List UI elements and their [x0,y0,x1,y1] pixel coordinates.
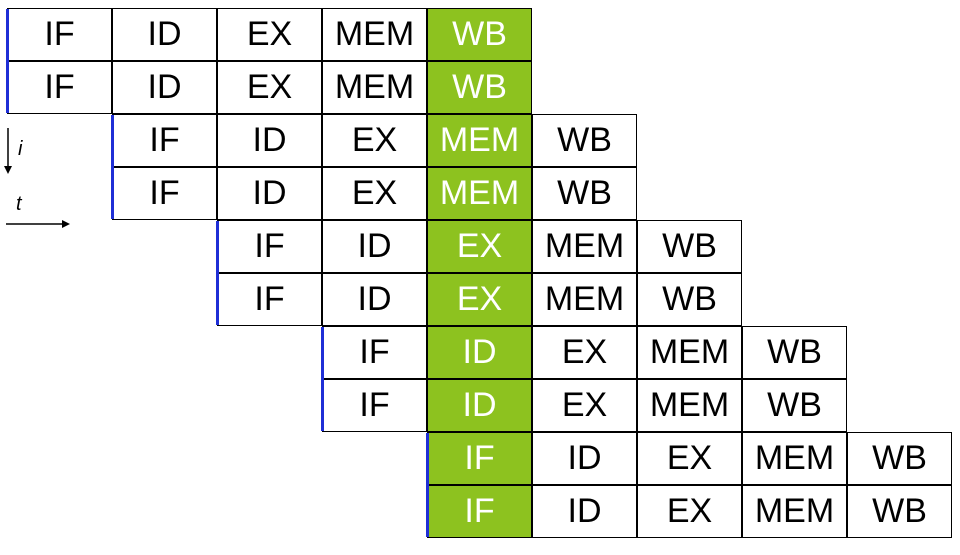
stage-if-cell: IF [7,61,112,114]
stage-wb-cell: WB [847,432,952,485]
instruction-axis-arrow-icon [4,128,12,174]
stage-mem-cell: MEM [322,61,427,114]
stage-ex-cell: EX [322,167,427,220]
stage-ex-cell: EX [322,114,427,167]
instruction-axis-label: i [18,138,23,160]
stage-id-cell: ID [217,167,322,220]
stage-id-cell: ID [322,273,427,326]
stage-ex-cell: EX [637,485,742,538]
stage-wb-cell: WB [637,273,742,326]
stage-mem-cell: MEM [322,8,427,61]
stage-mem-cell: MEM [742,432,847,485]
stage-if-cell: IF [112,114,217,167]
stage-mem-cell: MEM [637,326,742,379]
stage-id-cell: ID [427,379,532,432]
stage-id-cell: ID [112,8,217,61]
stage-mem-cell: MEM [532,220,637,273]
stage-mem-cell: MEM [532,273,637,326]
stage-wb-cell: WB [532,114,637,167]
time-axis-arrow-icon [6,220,70,228]
stage-wb-cell: WB [742,379,847,432]
issue-marker-line [426,433,429,537]
stage-ex-cell: EX [637,432,742,485]
stage-id-cell: ID [112,61,217,114]
stage-mem-cell: MEM [427,167,532,220]
stage-id-cell: ID [532,485,637,538]
stage-if-cell: IF [322,326,427,379]
stage-id-cell: ID [322,220,427,273]
stage-if-cell: IF [427,485,532,538]
stage-if-cell: IF [427,432,532,485]
stage-mem-cell: MEM [742,485,847,538]
time-axis-label: t [16,193,22,215]
issue-marker-line [321,327,324,431]
stage-ex-cell: EX [532,326,637,379]
stage-ex-cell: EX [427,273,532,326]
issue-marker-line [216,221,219,325]
stage-wb-cell: WB [742,326,847,379]
stage-if-cell: IF [217,220,322,273]
issue-marker-line [6,9,9,113]
stage-ex-cell: EX [427,220,532,273]
stage-if-cell: IF [7,8,112,61]
stage-mem-cell: MEM [427,114,532,167]
stage-if-cell: IF [112,167,217,220]
issue-marker-line [111,115,114,219]
stage-mem-cell: MEM [637,379,742,432]
stage-ex-cell: EX [217,61,322,114]
stage-wb-cell: WB [427,61,532,114]
stage-if-cell: IF [322,379,427,432]
stage-wb-cell: WB [847,485,952,538]
stage-id-cell: ID [427,326,532,379]
stage-if-cell: IF [217,273,322,326]
stage-ex-cell: EX [532,379,637,432]
stage-wb-cell: WB [532,167,637,220]
stage-id-cell: ID [532,432,637,485]
stage-id-cell: ID [217,114,322,167]
stage-wb-cell: WB [637,220,742,273]
stage-ex-cell: EX [217,8,322,61]
stage-wb-cell: WB [427,8,532,61]
